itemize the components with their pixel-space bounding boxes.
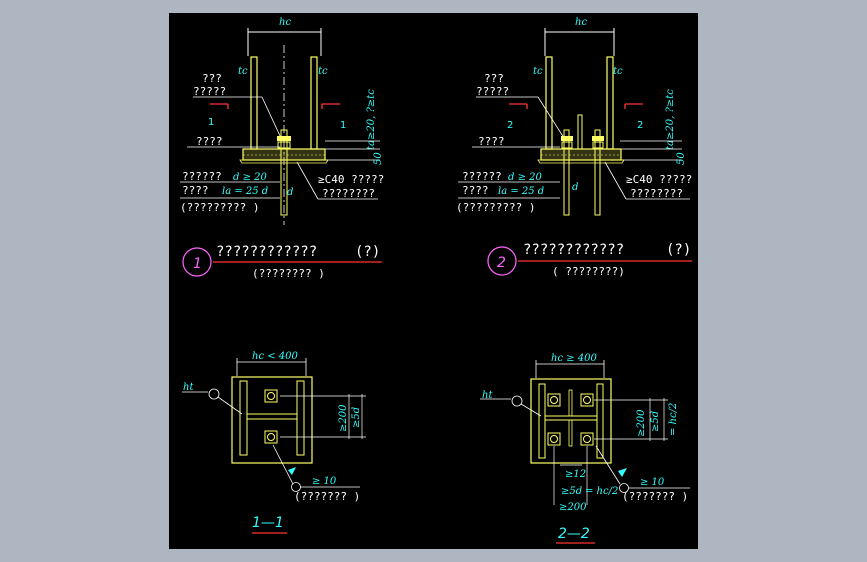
detail2-text-c40-2: ???????? (630, 187, 683, 200)
anchor-nut-top (277, 136, 291, 141)
detail2-dim-la: la = 25 d (498, 186, 544, 197)
detail1-text-anchor3: (????????? ) (180, 201, 259, 214)
detail1-tc-left: tc (238, 66, 248, 77)
section2-dim-200-b: ≥200 (559, 502, 587, 513)
detail2-label-d: d (572, 182, 578, 193)
section2-dim-12: ≥12 (565, 469, 586, 480)
detail1-label-d: d (287, 187, 293, 198)
detail1-subtitle: (???????? ) (252, 267, 325, 280)
detail1-title-suffix: (?) (355, 244, 380, 260)
detail2-title-num: 2 (497, 255, 506, 271)
detail-1: hc tc tc ??? ????? 1 1 ta≥20, ?≥tc 50 ??… (180, 17, 384, 280)
detail2-title-suffix: (?) (666, 242, 691, 258)
detail2-dim-50: 50 (676, 152, 687, 165)
detail1-text-anchor1: ?????? (182, 170, 222, 183)
detail1-title-num: 1 (193, 256, 202, 272)
detail2-tc-left: tc (533, 66, 543, 77)
anchor-bolt (280, 129, 288, 216)
detail2-subtitle: ( ????????) (552, 265, 625, 278)
base-plate (540, 148, 622, 161)
section2-dim-10: ≥ 10 (640, 477, 665, 488)
section2-base-plate (530, 378, 612, 464)
detail2-text-anchor3: (????????? ) (456, 201, 535, 214)
detail2-text-anchor2: ???? (462, 184, 489, 197)
section1-base-plate (231, 376, 313, 464)
detail1-text-q3: ??? (202, 72, 222, 85)
anchor-bolt-right (594, 129, 601, 216)
detail2-text-c40: ≥C40 ????? (626, 173, 692, 186)
web-stiffener (577, 114, 583, 150)
detail2-text-q3: ??? (484, 72, 504, 85)
detail1-dim-vertical: ta≥20, ?≥tc (366, 89, 377, 150)
detail1-title-text: ???????????? (216, 244, 317, 260)
detail-2: hc tc tc ??? ????? 2 2 ta≥20, ?≥tc 50 ??… (456, 17, 692, 278)
detail1-dim-50: 50 (373, 152, 384, 165)
section2-bolt-2 (580, 393, 594, 407)
section1-label-ht: ht (183, 382, 194, 393)
detail1-text-anchor2: ???? (182, 184, 209, 197)
detail1-text-q4: ???? (196, 135, 223, 148)
section2-title: 2—2 (558, 526, 590, 542)
detail2-text-q5: ????? (476, 85, 509, 98)
section1-dim-5d: ≥5d (351, 407, 362, 428)
section2-dim-200: ≥200 (636, 409, 647, 437)
detail2-tc-right: tc (613, 66, 623, 77)
detail1-hc-label: hc (279, 17, 291, 28)
detail2-dim-d20: d ≥ 20 (508, 172, 543, 183)
column-flange-right (310, 56, 318, 150)
section1-dim-top: hc < 400 (252, 351, 299, 362)
section1-title: 1—1 (252, 515, 284, 531)
section2-bolt-1 (547, 393, 561, 407)
detail2-hc-label: hc (575, 17, 587, 28)
detail2-title-text: ???????????? (523, 242, 624, 258)
section2-dim-top: hc ≥ 400 (551, 353, 598, 364)
section1-bolt-top (264, 389, 278, 403)
detail1-text-q5: ????? (193, 85, 226, 98)
section2-bolt-4 (580, 432, 594, 446)
detail1-text-c40-2: ???????? (322, 187, 375, 200)
detail1-dim-d20: d ≥ 20 (233, 172, 268, 183)
section-1-1: hc < 400 ht ≥200 ≥5d ≥ 10 (??????? (182, 351, 366, 534)
section2-label-ht: ht (482, 390, 493, 401)
section1-bolt-bottom (264, 430, 278, 444)
detail1-dim-la: la = 25 d (222, 186, 268, 197)
section-2-2: hc ≥ 400 ht ≥200 ≥5d = hc/2 (480, 353, 690, 544)
anchor-nut-right (592, 136, 604, 141)
section2-bolt-3 (547, 432, 561, 446)
column-flange-left (250, 56, 258, 150)
detail2-section-mark-right: 2 (637, 120, 643, 131)
detail1-text-c40: ≥C40 ????? (318, 173, 384, 186)
column-flange-left (545, 56, 553, 150)
section2-dim-hc2: = hc/2 (668, 403, 679, 436)
anchor-nut-left (561, 136, 573, 141)
section1-dim-200: ≥200 (338, 404, 349, 432)
section2-text-bottom: (??????? ) (622, 490, 688, 503)
detail1-section-mark-left: 1 (208, 117, 214, 128)
base-plate (242, 148, 326, 161)
anchor-bolt-left (563, 129, 570, 216)
section1-dim-10: ≥ 10 (312, 476, 337, 487)
section2-dim-5d: ≥5d (650, 411, 661, 432)
detail2-title-circle (487, 246, 517, 276)
detail1-section-mark-right: 1 (340, 120, 346, 131)
section2-dim-5d-b: ≥5d (561, 486, 582, 497)
detail2-section-mark-left: 2 (507, 120, 513, 131)
section2-dim-hc2-b: = hc/2 (585, 486, 618, 497)
detail2-text-q4: ???? (478, 135, 505, 148)
detail1-title-circle (182, 247, 212, 277)
detail1-tc-right: tc (318, 66, 328, 77)
detail2-dim-vertical: ta≥20, ?≥tc (665, 89, 676, 150)
section1-text-bottom: (??????? ) (294, 490, 360, 503)
detail2-text-anchor1: ?????? (462, 170, 502, 183)
